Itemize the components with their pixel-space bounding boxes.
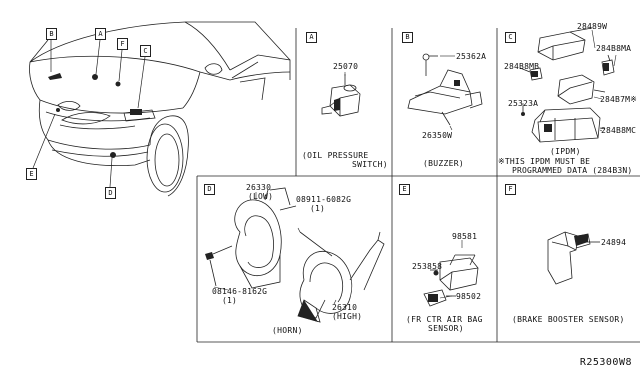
vehicle-callout-a: A <box>95 28 106 40</box>
vehicle-callout-c: C <box>140 45 151 57</box>
section-a-label: A <box>306 32 317 43</box>
part-number-284b8mb: 284B8MB <box>504 62 540 71</box>
vehicle-callout-f: F <box>117 38 128 50</box>
buzzer-caption: (BUZZER) <box>423 159 464 168</box>
brake-booster-sensor-drawing <box>547 231 600 285</box>
ipdm-note-line-1: ※THIS IPDM MUST BE <box>498 157 591 166</box>
part-number-26350w: 26350W <box>422 131 453 140</box>
part-number-08146-8162g: 08146-8162G <box>212 287 268 296</box>
horn-low-label: (LOW) <box>248 192 274 201</box>
air-bag-sensor-caption-2: SENSOR) <box>428 324 464 333</box>
buzzer-drawing <box>407 53 483 126</box>
oil-pressure-switch-drawing <box>321 74 361 117</box>
part-number-98581: 98581 <box>452 232 478 241</box>
part-number-26330: 26330 <box>246 183 272 192</box>
part-number-284b8mc: 284B8MC <box>601 126 637 135</box>
ipdm-note-line-2: PROGRAMMED DATA (284B3N) <box>512 166 633 175</box>
vehicle-front-drawing <box>29 21 291 197</box>
ipdm-drawing <box>519 27 615 143</box>
part-number-25362a: 25362A <box>456 52 487 61</box>
section-d-label: D <box>204 184 215 195</box>
section-e-label: E <box>399 184 410 195</box>
part-number-98502: 98502 <box>456 292 482 301</box>
vehicle-callout-b: B <box>46 28 57 40</box>
part-number-253858: 253858 <box>412 262 443 271</box>
bolt-qty-2: (1) <box>222 296 238 305</box>
part-number-25070: 25070 <box>333 62 359 71</box>
section-c-label: C <box>505 32 516 43</box>
air-bag-sensor-drawing <box>423 254 479 307</box>
part-number-24894: 24894 <box>601 238 627 247</box>
ipdm-caption: (IPDM) <box>550 147 581 156</box>
oil-pressure-switch-caption-1: (OIL PRESSURE <box>302 151 369 160</box>
oil-pressure-switch-caption-2: SWITCH) <box>352 160 388 169</box>
diagram-reference: R25300W8 <box>579 357 632 368</box>
part-number-28489w: 28489W <box>577 22 608 31</box>
vehicle-callout-e: E <box>26 168 37 180</box>
horn-caption: (HORN) <box>272 326 303 335</box>
part-number-284b8ma: 284B8MA <box>596 44 632 53</box>
bolt-qty-1: (1) <box>310 204 326 213</box>
section-f-label: F <box>505 184 516 195</box>
part-number-284b7m: 284B7M※ <box>600 95 638 104</box>
part-number-08911-6082g: 08911-6082G <box>296 195 352 204</box>
brake-booster-sensor-caption: (BRAKE BOOSTER SENSOR) <box>512 315 625 324</box>
air-bag-sensor-caption-1: (FR CTR AIR BAG <box>406 315 483 324</box>
section-b-label: B <box>402 32 413 43</box>
horn-high-label: (HIGH) <box>332 312 363 321</box>
part-number-25323a: 25323A <box>508 99 539 108</box>
vehicle-callout-d: D <box>105 187 116 199</box>
part-number-26310: 26310 <box>332 303 358 312</box>
